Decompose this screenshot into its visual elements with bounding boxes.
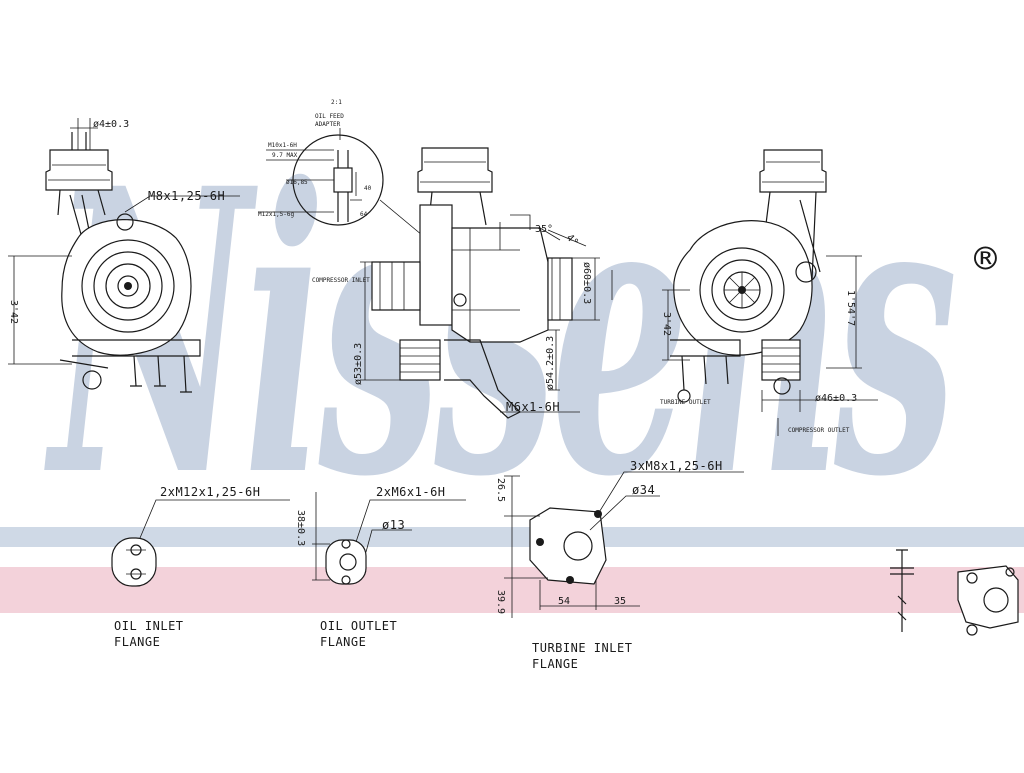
- center-turbo-view: 2:1 OIL FEED ADAPTER M10x1-6H 9.7 MAX ø1…: [258, 99, 613, 419]
- d-60: ø60±0.3: [581, 262, 592, 304]
- dim-64: 64: [360, 211, 368, 218]
- turbine-dim-54: 54: [558, 596, 570, 607]
- turbine-dim-top: 26.5: [495, 478, 506, 502]
- dim-40: 40: [364, 185, 372, 192]
- dim-right-height-left: 3'42: [661, 312, 672, 336]
- turbine-outlet-label: TURBINE OUTLET: [660, 399, 711, 406]
- adapter-scale: 2:1: [331, 99, 342, 106]
- turbine-inlet-thread: 3xM8x1,25-6H: [630, 459, 723, 473]
- stud-and-gasket-detail: [890, 549, 1019, 636]
- left-turbo-view: ø4±0.3 M8x1,25-6H 3'42: [8, 118, 240, 393]
- d-16: ø16,85: [286, 179, 308, 186]
- turbine-inlet-flange: 26.5 39.9 54 35 3xM8x1,25-6H ø34 TURBINE…: [495, 459, 744, 671]
- turbine-inlet-label-1: TURBINE INLET: [532, 641, 632, 655]
- dim-right-height-right: 1'54'7: [845, 290, 856, 326]
- adapter-title-1: OIL FEED: [315, 113, 344, 120]
- thread-m12: M12x1,5-6g: [258, 211, 295, 218]
- oil-inlet-flange: 2xM12x1,25-6H OIL INLET FLANGE: [111, 485, 290, 649]
- compressor-inlet-label: COMPRESSOR INLET: [312, 277, 370, 284]
- d-54: ø54.2±0.3: [545, 336, 556, 390]
- angle-35: 35°: [535, 224, 553, 235]
- thread-m6: M6x1-6H: [506, 400, 560, 414]
- d-46: ø46±0.3: [815, 393, 857, 404]
- adapter-title-2: ADAPTER: [315, 121, 341, 128]
- oil-inlet-label-2: FLANGE: [114, 635, 160, 649]
- oil-inlet-thread: 2xM12x1,25-6H: [160, 485, 260, 499]
- thread-label-m8: M8x1,25-6H: [148, 189, 225, 203]
- oil-inlet-label-1: OIL INLET: [114, 619, 184, 633]
- dim-pin-diameter: ø4±0.3: [93, 119, 129, 130]
- oil-outlet-thread: 2xM6x1-6H: [376, 485, 446, 499]
- compressor-outlet-label: COMPRESSOR OUTLET: [788, 427, 850, 434]
- d-53: ø53±0.3: [353, 343, 364, 385]
- turbine-dim-35: 35: [614, 596, 626, 607]
- turbine-inlet-d34: ø34: [632, 483, 655, 497]
- dim-left-height: 3'42: [8, 300, 19, 324]
- oil-outlet-label-1: OIL OUTLET: [320, 619, 397, 633]
- oil-outlet-dim: 38±0.3: [295, 510, 306, 546]
- thread-m10: M10x1-6H: [268, 142, 297, 149]
- oil-outlet-d13: ø13: [382, 518, 405, 532]
- registered-mark: ®: [974, 237, 997, 281]
- turbine-dim-side: 39.9: [495, 590, 506, 614]
- turbine-inlet-label-2: FLANGE: [532, 657, 578, 671]
- oil-outlet-label-2: FLANGE: [320, 635, 366, 649]
- oil-outlet-flange: 38±0.3 2xM6x1-6H ø13 OIL OUTLET FLANGE: [295, 485, 466, 649]
- right-turbo-view: 3'42 1'54'7 ø46±0.3 COMPRESSOR OUTLET TU…: [660, 149, 878, 436]
- len-max: 9.7 MAX: [272, 152, 298, 159]
